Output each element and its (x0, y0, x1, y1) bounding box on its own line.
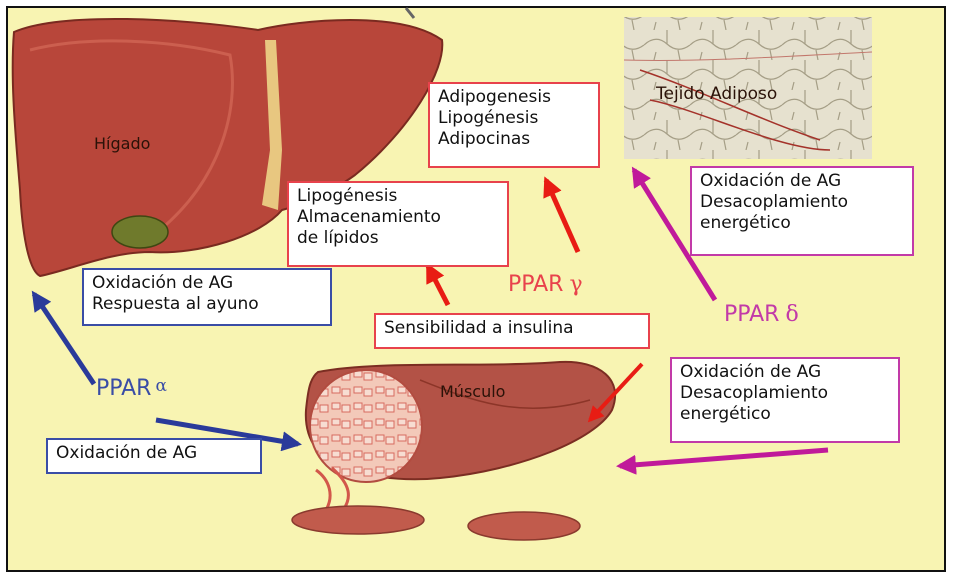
box-line: Oxidación de AG (56, 443, 252, 464)
box-line: Adipogenesis (438, 87, 590, 108)
box-line: Desacoplamiento (680, 383, 890, 404)
arrow-gamma-adipogenesis (546, 180, 578, 252)
box-line: Lipogénesis (297, 186, 499, 207)
alpha-symbol: α (155, 376, 166, 396)
alpha-muscle-box: Oxidación de AG (46, 438, 262, 474)
gamma-symbol: γ (569, 272, 582, 297)
box-line: de lípidos (297, 228, 499, 249)
ppar-gamma-text: PPAR (508, 272, 563, 297)
ppar-alpha-label: PPARα (96, 376, 167, 401)
insulin-sensitivity-box: Sensibilidad a insulina (374, 313, 650, 349)
box-line: Oxidación de AG (700, 171, 904, 192)
adipogenesis-box: Adipogenesis Lipogénesis Adipocinas (428, 82, 600, 168)
ppar-gamma-label: PPARγ (508, 272, 583, 297)
adipose-effects-box: Oxidación de AG Desacoplamiento energéti… (690, 166, 914, 256)
box-line: Adipocinas (438, 129, 590, 150)
box-line: Desacoplamiento (700, 192, 904, 213)
muscle-label: Músculo (440, 382, 505, 401)
box-line: Respuesta al ayuno (92, 294, 322, 315)
box-line: Oxidación de AG (92, 273, 322, 294)
ppar-delta-label: PPARδ (724, 302, 799, 327)
delta-symbol: δ (785, 302, 798, 327)
box-line: Oxidación de AG (680, 362, 890, 383)
muscle-effects-box: Oxidación de AG Desacoplamiento energéti… (670, 357, 900, 443)
liver-label: Hígado (94, 134, 150, 153)
arrow-delta-muscle (620, 450, 828, 466)
box-line: energético (700, 213, 904, 234)
box-line: Almacenamiento (297, 207, 499, 228)
ppar-delta-text: PPAR (724, 302, 779, 327)
lipogenesis-box: Lipogénesis Almacenamiento de lípidos (287, 181, 509, 267)
box-line: Sensibilidad a insulina (384, 318, 640, 339)
box-line: Lipogénesis (438, 108, 590, 129)
box-line: energético (680, 404, 890, 425)
arrow-gamma-lipogenesis (428, 266, 448, 305)
adipose-label: Tejido Adiposo (656, 84, 777, 104)
ppar-alpha-text: PPAR (96, 376, 151, 401)
liver-effects-box: Oxidación de AG Respuesta al ayuno (82, 268, 332, 326)
